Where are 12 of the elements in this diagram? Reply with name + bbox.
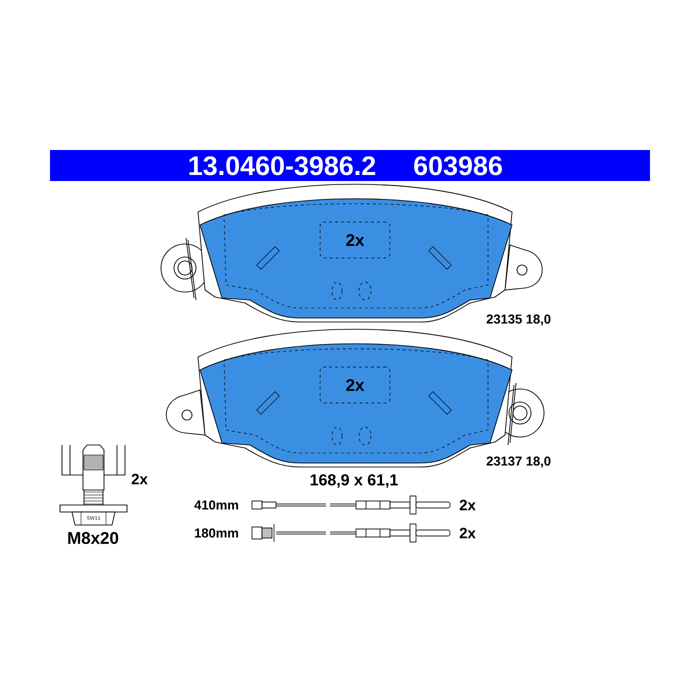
part-label: 23137 18,0 <box>486 456 550 468</box>
title-banner: 13.0460-3986.2 603986 <box>50 150 650 181</box>
quantity-label: 2x <box>460 528 476 538</box>
dimension-label: 168,9 x 61,1 <box>310 474 398 488</box>
length-label: 410mm <box>194 500 238 510</box>
dashed-box: 2x <box>320 222 390 258</box>
thread-label: M8x20 <box>68 532 118 544</box>
dashed-box: 2x <box>320 366 390 404</box>
part-label: 23135 18,0 <box>486 314 550 326</box>
quantity-label: 2x <box>132 474 148 484</box>
quantity-label: 2x <box>460 500 476 510</box>
length-label: 180mm <box>194 528 238 538</box>
